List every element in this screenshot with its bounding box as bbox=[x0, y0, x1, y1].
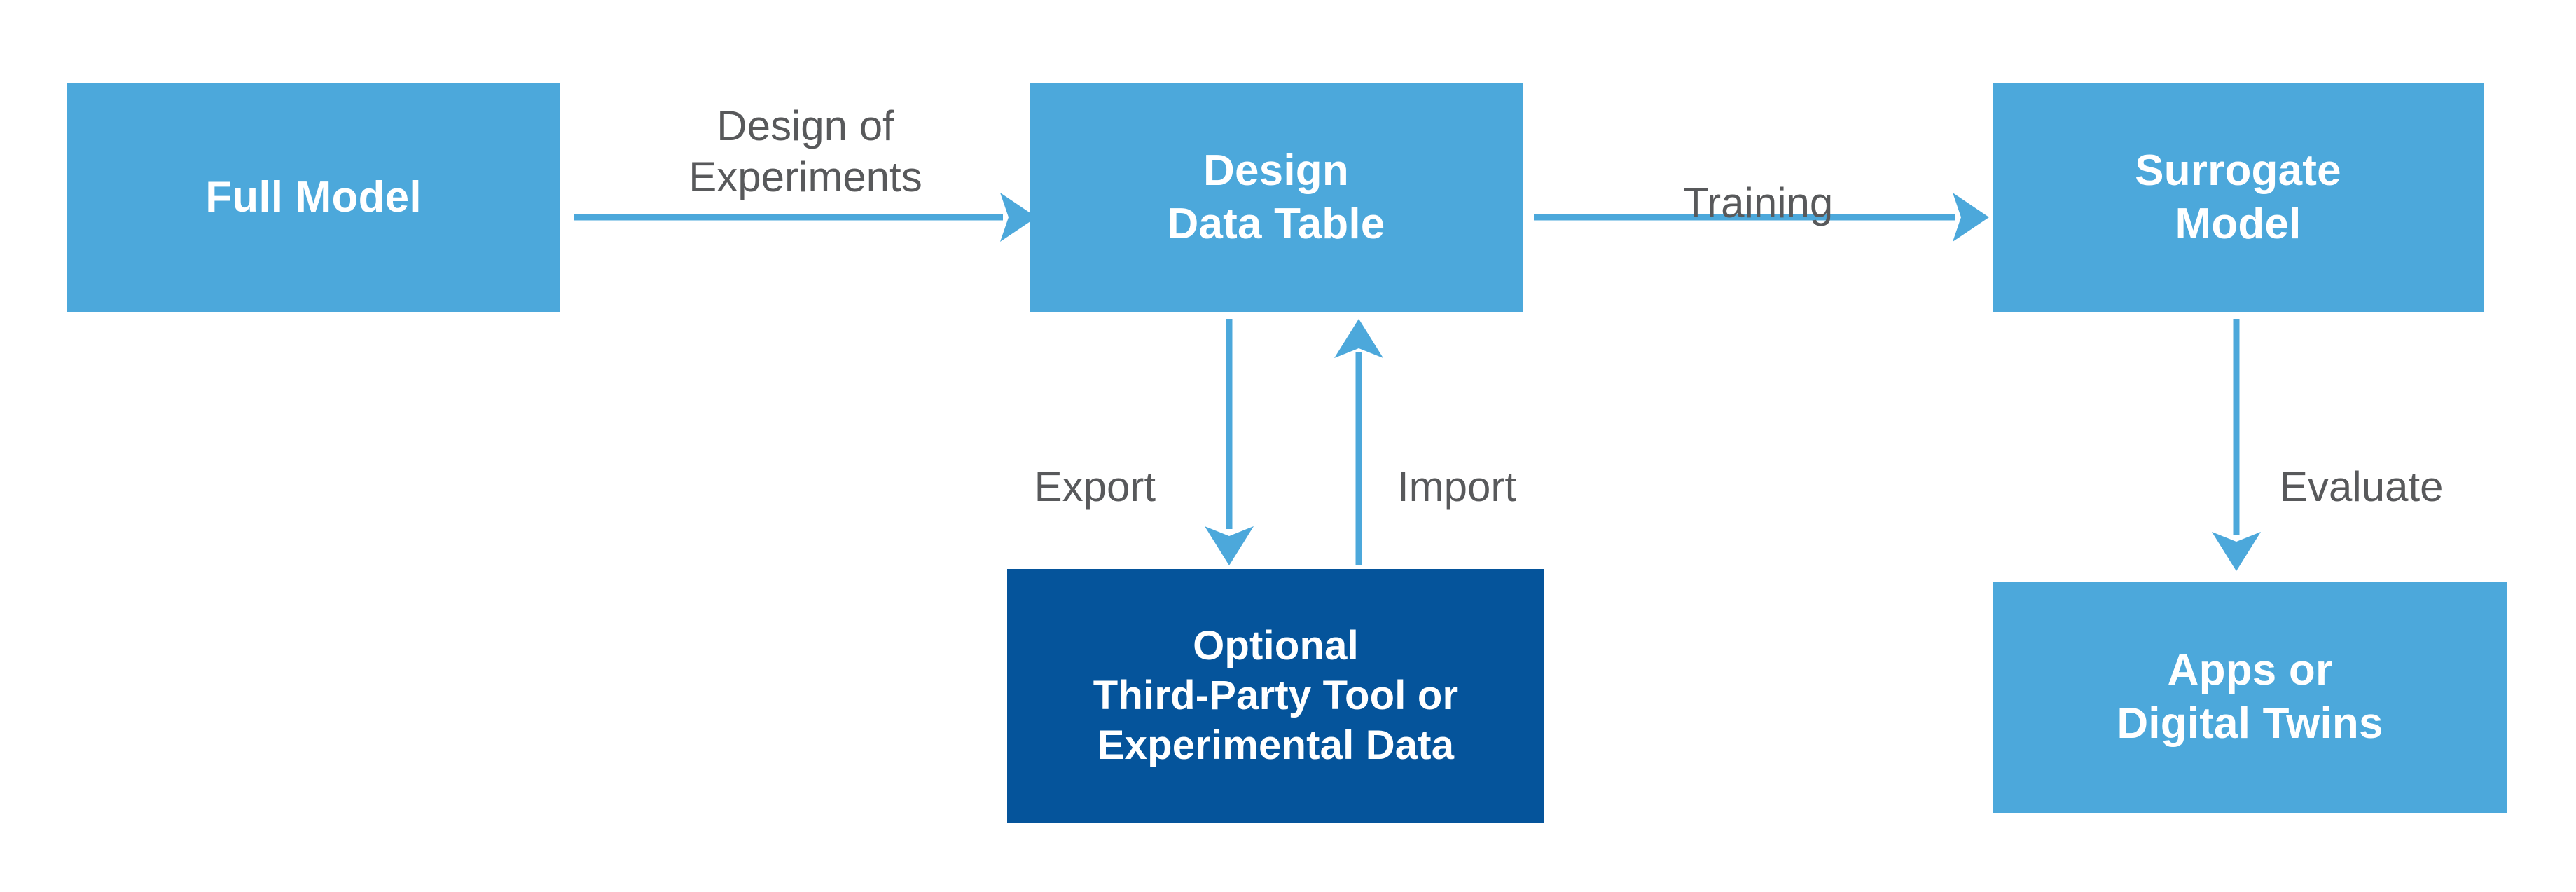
edge-label-design-of-experiments: Design of Experiments bbox=[688, 102, 922, 201]
edge-label-export: Export bbox=[1034, 463, 1156, 511]
node-surrogate-model[interactable]: Surrogate Model bbox=[1993, 83, 2484, 312]
node-surrogate-model-label: Surrogate Model bbox=[2135, 146, 2341, 248]
node-full-model[interactable]: Full Model bbox=[67, 83, 560, 312]
edge-label-evaluate: Evaluate bbox=[2280, 463, 2444, 511]
edge-label-training: Training bbox=[1682, 179, 1834, 227]
arrow-evaluate-down bbox=[2212, 319, 2261, 571]
arrow-export-down bbox=[1205, 319, 1254, 565]
node-apps-digital-twins-label: Apps or Digital Twins bbox=[2117, 646, 2383, 748]
arrow-import-up bbox=[1334, 319, 1383, 565]
node-design-data-table[interactable]: Design Data Table bbox=[1030, 83, 1523, 312]
edge-label-import: Import bbox=[1397, 463, 1517, 511]
node-apps-digital-twins[interactable]: Apps or Digital Twins bbox=[1993, 582, 2507, 813]
node-third-party-tool-label: Optional Third-Party Tool or Experimenta… bbox=[1093, 623, 1459, 768]
node-design-data-table-label: Design Data Table bbox=[1167, 146, 1385, 248]
node-full-model-label: Full Model bbox=[205, 173, 422, 222]
node-third-party-tool[interactable]: Optional Third-Party Tool or Experimenta… bbox=[1007, 569, 1544, 823]
